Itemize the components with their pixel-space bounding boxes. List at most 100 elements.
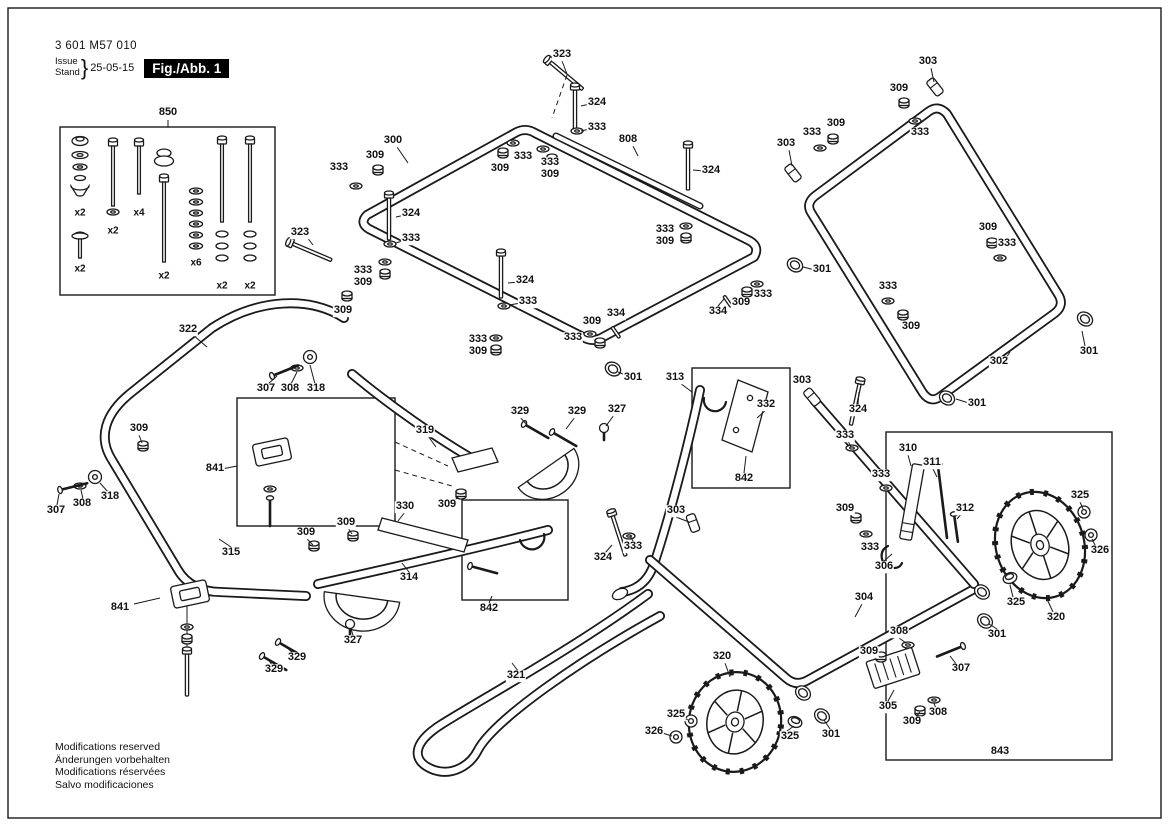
bolt: [605, 507, 631, 558]
washer: [845, 444, 859, 452]
nut: [497, 147, 509, 159]
washer: [879, 484, 893, 492]
nut: [594, 337, 606, 349]
nut: [986, 237, 998, 249]
pivot-bolt: [344, 618, 356, 638]
washer: [927, 696, 941, 704]
nut: [897, 309, 909, 321]
nut: [546, 153, 558, 165]
screw: [546, 426, 580, 451]
washer: [583, 330, 597, 338]
washer: [750, 280, 764, 288]
bow-321: [412, 589, 665, 777]
washer: [489, 334, 503, 342]
brace-glyph: }: [80, 55, 89, 80]
end-cap-301: [784, 254, 806, 276]
pin: [722, 294, 734, 309]
document-number: 3 601 M57 010: [55, 40, 137, 52]
screw: [256, 650, 290, 675]
washer: [506, 139, 520, 147]
detail-box-841-upper: [236, 397, 396, 527]
detail-box-843: [885, 431, 1113, 761]
axle-frame-304: [645, 395, 981, 688]
nut: [379, 268, 391, 280]
nut: [490, 344, 502, 356]
clamp-842-lower: [465, 532, 546, 579]
pivot-bolt: [598, 422, 610, 442]
nut: [680, 232, 692, 244]
hardware-set-850: [70, 135, 257, 263]
strut-314: [313, 447, 580, 632]
pivot-disc: [302, 349, 318, 365]
nut: [741, 286, 753, 298]
washer: [908, 117, 922, 125]
bolt: [682, 140, 694, 191]
washer: [378, 258, 392, 266]
washer: [263, 485, 277, 493]
end-cap-301: [602, 358, 624, 380]
washer: [349, 182, 363, 190]
washer: [497, 302, 511, 310]
nut: [898, 97, 910, 109]
washer: [901, 641, 915, 649]
washer: [1084, 528, 1098, 542]
title-block: 3 601 M57 010 Issue Stand } 25-05-15 Fig…: [55, 40, 230, 81]
washer: [180, 623, 194, 631]
washer: [536, 145, 550, 153]
strut-313: [611, 385, 705, 601]
bolt: [283, 236, 334, 265]
footer-line: Salvo modificaciones: [55, 778, 154, 791]
screw: [265, 494, 275, 528]
screw: [272, 636, 306, 661]
nut: [137, 440, 149, 452]
wheel-right-320: [991, 488, 1089, 602]
frame-300: [358, 125, 762, 345]
plug-303: [685, 512, 701, 534]
washer: [813, 144, 827, 152]
nut: [875, 651, 887, 663]
washer: [669, 730, 683, 744]
nut: [827, 133, 839, 145]
nut: [850, 512, 862, 524]
washer: [859, 530, 873, 538]
bracket-841-upper: [252, 437, 453, 528]
figure-badge: Fig./Abb. 1: [144, 58, 230, 78]
page-border: [7, 7, 1162, 819]
end-cap-301: [811, 705, 833, 727]
bolt: [845, 375, 867, 427]
nut: [347, 530, 359, 542]
hub-cap-325: [785, 714, 805, 730]
pivot-disc: [87, 469, 103, 485]
issue-date: 25-05-15: [90, 62, 135, 74]
issue-label: Issue: [55, 56, 78, 68]
washer: [679, 222, 693, 230]
bracket-841-lower: [170, 579, 210, 697]
washer: [622, 532, 636, 540]
nut: [372, 164, 384, 176]
frame-302: [804, 103, 1066, 405]
plug-303: [783, 162, 803, 184]
plate-332-assembly: [702, 379, 769, 453]
washer: [1077, 505, 1091, 519]
nut: [341, 290, 353, 302]
strap-330: [377, 517, 469, 553]
footer-line: Modifications reserved: [55, 741, 161, 753]
plug-303: [925, 76, 945, 98]
stand-label: Stand: [55, 67, 80, 78]
plug-303: [802, 386, 822, 408]
brace-808: [552, 132, 704, 210]
washer: [881, 297, 895, 305]
end-cap-301: [974, 610, 996, 632]
footer-line: Modifications réservées: [55, 766, 166, 779]
bolt: [181, 646, 193, 697]
bolt: [569, 82, 581, 133]
strut-319: [347, 369, 499, 473]
washer: [383, 240, 397, 248]
end-cap-301: [1074, 308, 1096, 330]
washer: [684, 714, 698, 728]
footer-line: Änderungen vorbehalten: [55, 753, 171, 766]
nut: [181, 633, 193, 645]
